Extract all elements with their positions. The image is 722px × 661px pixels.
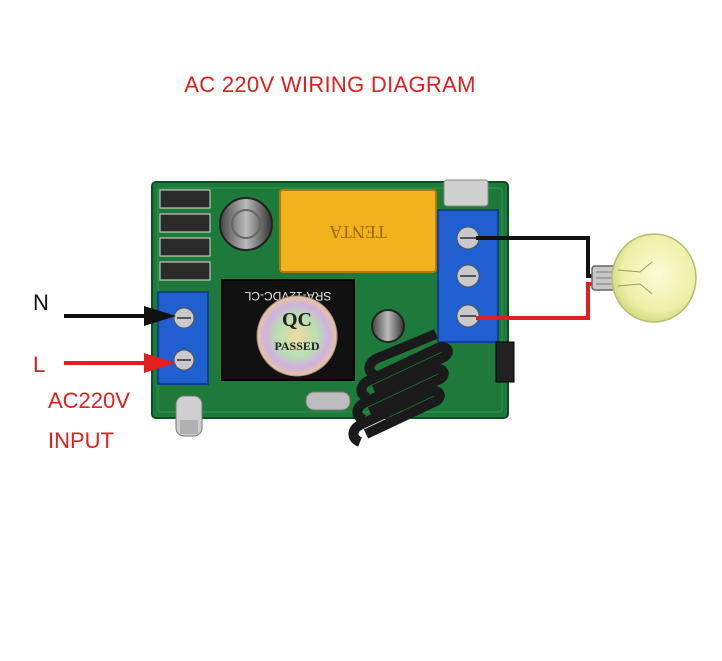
- small-capacitor: [371, 309, 405, 343]
- live-wire: [64, 353, 176, 373]
- neutral-label: N: [33, 290, 49, 315]
- pairing-button[interactable]: [443, 179, 489, 207]
- diagram-title: AC 220V WIRING DIAGRAM: [184, 72, 476, 97]
- output-terminal-block: [437, 209, 499, 343]
- capacitor-brand-text: TENTA: [329, 222, 387, 242]
- voltage-label: AC220V: [48, 388, 130, 413]
- neutral-wire: [64, 306, 176, 326]
- qc-text: QC: [282, 309, 312, 331]
- live-label: L: [33, 352, 46, 377]
- antenna-coil-icon: [348, 329, 453, 447]
- input-terminal-block: [157, 291, 209, 385]
- qc-passed-sticker: QC PASSED: [256, 295, 338, 377]
- indicator-component: [175, 395, 203, 437]
- jumper: [495, 341, 515, 383]
- smd-components: [159, 189, 211, 281]
- input-label: INPUT: [48, 428, 114, 453]
- electrolytic-capacitor: [219, 197, 273, 251]
- passed-text: PASSED: [274, 339, 319, 353]
- crystal: [305, 391, 351, 411]
- light-bulb-icon: [591, 233, 697, 323]
- x-capacitor: TENTA: [279, 189, 437, 273]
